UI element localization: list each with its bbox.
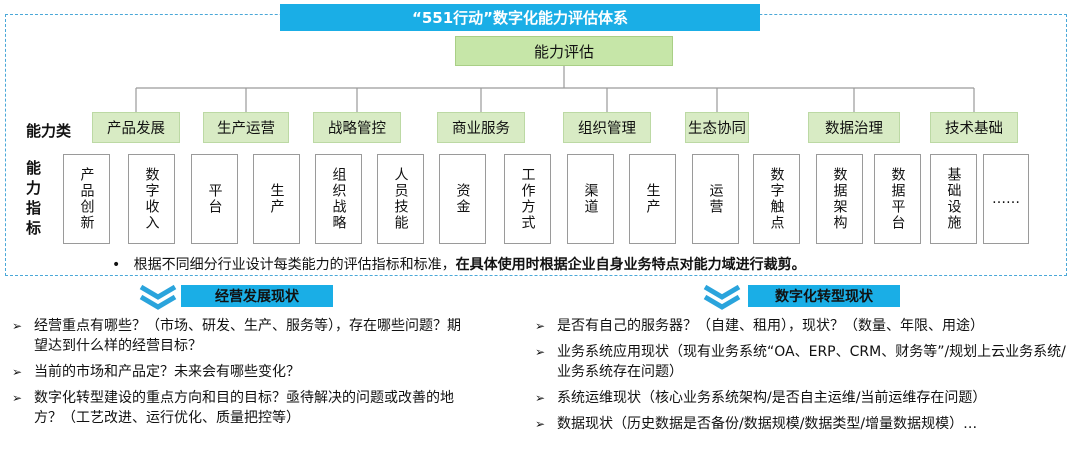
list-item-text: 是否有自己的服务器？（自建、租用），现状？（数量、年限、用途） (557, 318, 984, 334)
indicator-label: 人员技能 (392, 167, 409, 231)
indicator-box: 组织战略 (315, 154, 362, 244)
indicator-label: 工作方式 (519, 167, 536, 231)
category-data-governance: 数据治理 (808, 112, 900, 143)
list-marker: ➢ (535, 391, 546, 405)
indicator-label: 渠道 (582, 183, 599, 215)
indicator-label: 数字收入 (143, 167, 160, 231)
list-marker: ➢ (12, 319, 23, 333)
list-item: ➢ 数据现状（历史数据是否备份/数据规模/数据类型/增量数据规模）… (535, 414, 1070, 434)
indicator-box: 运营 (692, 154, 739, 244)
indicator-box: 产品创新 (63, 154, 110, 244)
indicator-box: 生产 (629, 154, 676, 244)
list-marker: ➢ (12, 391, 23, 405)
note-normal-text: 根据不同细分行业设计每类能力的评估指标和标准， (133, 257, 456, 273)
list-item-text: 经营重点有哪些？（市场、研发、生产、服务等），存在哪些问题？期望达到什么样的经营… (34, 318, 461, 354)
list-item-text: 系统运维现状（核心业务系统架构/是否自主运维/当前运维存在问题） (557, 390, 987, 406)
note-line: • 根据不同细分行业设计每类能力的评估指标和标准，在具体使用时根据企业自身业务特… (112, 254, 806, 274)
digital-status-list: ➢ 是否有自己的服务器？（自建、租用），现状？（数量、年限、用途） ➢ 业务系统应用… (535, 316, 1070, 440)
list-item: ➢ 系统运维现状（核心业务系统架构/是否自主运维/当前运维存在问题） (535, 388, 1070, 408)
indicator-box: 平台 (191, 154, 238, 244)
indicator-box: 数据平台 (874, 154, 921, 244)
indicator-label: 生产 (268, 183, 285, 215)
list-item-text: 数据现状（历史数据是否备份/数据规模/数据类型/增量数据规模）… (557, 416, 978, 432)
category-row-label: 能力类 (26, 122, 72, 140)
indicator-box: 数据架构 (816, 154, 863, 244)
indicator-box: 数字收入 (128, 154, 175, 244)
section-heading-business: 经营发展现状 (181, 285, 333, 307)
category-business-service: 商业服务 (437, 112, 525, 143)
indicator-label: 数据架构 (831, 167, 848, 231)
root-node: 能力评估 (455, 36, 673, 66)
list-item-text: 数字化转型建设的重点方向和目的目标？亟待解决的问题或改善的地方？（工艺改进、运行… (34, 390, 454, 426)
diagram-title: “551行动”数字化能力评估体系 (280, 4, 760, 31)
indicator-label: 数据平台 (889, 167, 906, 231)
indicator-label: 资金 (454, 183, 471, 215)
indicator-box: …… (983, 154, 1029, 244)
list-marker: ➢ (535, 345, 546, 359)
tree-connectors (135, 66, 975, 112)
category-technical-foundation: 技术基础 (930, 112, 1018, 143)
indicator-row-label: 能力指标 (26, 159, 42, 237)
list-item-text: 业务系统应用现状（现有业务系统“OA、ERP、CRM、财务等”/规划上云业务系统… (557, 344, 1066, 380)
indicator-label: 产品创新 (78, 167, 95, 231)
bullet-marker: • (112, 257, 121, 273)
indicator-label: 数字触点 (768, 167, 785, 231)
chevron-down-icon (139, 284, 177, 310)
category-production-operation: 生产运营 (203, 112, 289, 143)
chevron-down-icon (703, 284, 741, 310)
indicator-label: 运营 (707, 183, 724, 215)
list-item: ➢ 数字化转型建设的重点方向和目的目标？亟待解决的问题或改善的地方？（工艺改进、运… (12, 388, 467, 428)
indicator-label: 生产 (644, 183, 661, 215)
list-item: ➢ 业务系统应用现状（现有业务系统“OA、ERP、CRM、财务等”/规划上云业务系… (535, 342, 1070, 382)
category-product-development: 产品发展 (92, 112, 180, 143)
indicator-ellipsis: …… (992, 191, 1020, 207)
category-ecosystem-collaboration: 生态协同 (685, 112, 749, 143)
list-marker: ➢ (12, 365, 23, 379)
business-status-list: ➢ 经营重点有哪些？（市场、研发、生产、服务等），存在哪些问题？期望达到什么样的经… (12, 316, 467, 434)
list-item: ➢ 经营重点有哪些？（市场、研发、生产、服务等），存在哪些问题？期望达到什么样的经… (12, 316, 467, 356)
list-marker: ➢ (535, 417, 546, 431)
category-organization-management: 组织管理 (563, 112, 651, 143)
indicator-label: 组织战略 (330, 167, 347, 231)
list-item: ➢ 是否有自己的服务器？（自建、租用），现状？（数量、年限、用途） (535, 316, 1070, 336)
indicator-box: 渠道 (567, 154, 614, 244)
indicator-box: 人员技能 (377, 154, 424, 244)
list-marker: ➢ (535, 319, 546, 333)
indicator-box: 生产 (253, 154, 300, 244)
list-item: ➢ 当前的市场和产品定？未来会有哪些变化？ (12, 362, 467, 382)
section-heading-digital: 数字化转型现状 (748, 285, 900, 307)
indicator-box: 资金 (439, 154, 486, 244)
indicator-box: 工作方式 (504, 154, 551, 244)
indicator-box: 基础设施 (930, 154, 977, 244)
indicator-label: 平台 (206, 183, 223, 215)
indicator-label: 基础设施 (945, 167, 962, 231)
note-bold-text: 在具体使用时根据企业自身业务特点对能力域进行裁剪。 (455, 257, 806, 273)
indicator-box: 数字触点 (753, 154, 800, 244)
category-strategic-control: 战略管控 (313, 112, 401, 143)
list-item-text: 当前的市场和产品定？未来会有哪些变化？ (34, 364, 300, 380)
